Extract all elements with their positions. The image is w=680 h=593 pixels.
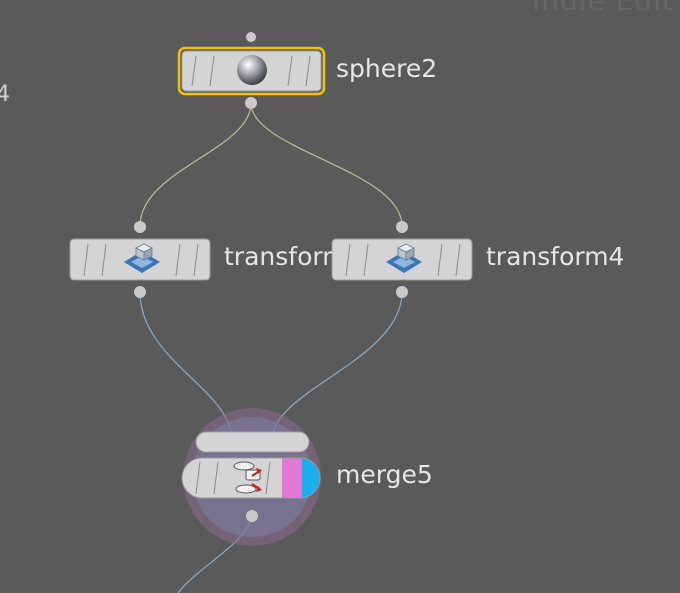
node-stripes: [345, 243, 461, 277]
node-transform3[interactable]: [69, 221, 211, 298]
sphere-icon: [237, 55, 267, 85]
input-connector[interactable]: [396, 221, 408, 233]
node-label-merge5[interactable]: merge5: [336, 460, 433, 489]
transform-icon: [124, 243, 160, 273]
transform-icon: [386, 243, 422, 273]
node-label-transform3[interactable]: transform3: [224, 242, 332, 271]
node-stripes: [83, 243, 199, 277]
selected-outline: [177, 46, 326, 96]
output-connector[interactable]: [245, 97, 257, 109]
output-connector[interactable]: [134, 286, 146, 298]
output-connector[interactable]: [246, 510, 258, 522]
display-flag[interactable]: [282, 458, 302, 498]
node-label-sphere2[interactable]: sphere2: [336, 54, 438, 83]
node-sphere2[interactable]: [177, 32, 326, 109]
node-transform4[interactable]: [331, 221, 473, 298]
node-label-transform4[interactable]: transform4: [486, 242, 625, 271]
merge-icon: [233, 461, 262, 494]
node-merge5[interactable]: [181, 408, 322, 546]
wire-sphere2-transform4[interactable]: [250, 102, 403, 227]
input-connector[interactable]: [246, 32, 256, 42]
output-connector[interactable]: [396, 286, 408, 298]
editor-watermark: Indie Edit: [532, 0, 674, 17]
wire-transform4-merge5[interactable]: [271, 291, 403, 441]
node-outline: [181, 457, 321, 499]
wire-sphere2-transform3[interactable]: [139, 102, 252, 227]
node-stripes: [191, 55, 311, 87]
merge-input-bar[interactable]: [195, 431, 310, 453]
node-stripes: [195, 461, 271, 495]
template-flag[interactable]: [302, 458, 322, 498]
input-connector[interactable]: [134, 221, 146, 233]
offscreen-node-label-fragment: 4: [0, 82, 10, 107]
